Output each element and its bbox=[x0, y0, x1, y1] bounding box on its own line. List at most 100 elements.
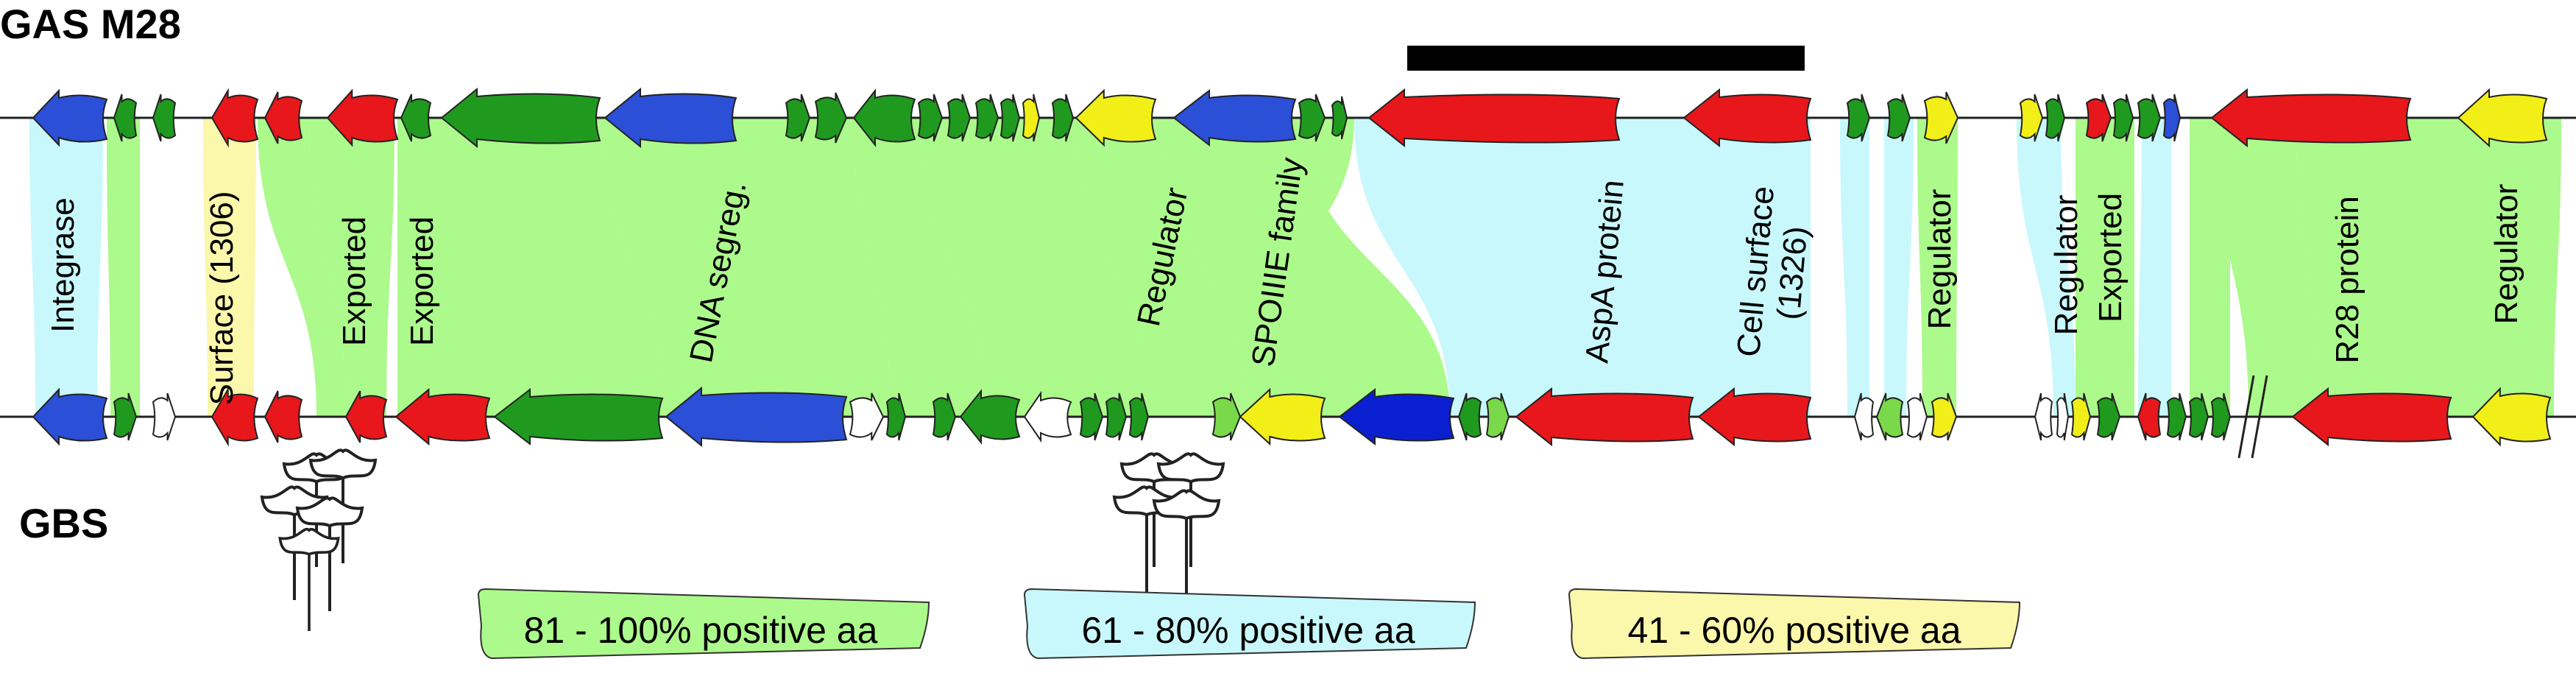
gene-arrow bbox=[493, 387, 664, 446]
gene-arrow bbox=[1931, 392, 1958, 441]
gene-arrow bbox=[1331, 96, 1348, 140]
label-exported-3: Exported bbox=[2092, 193, 2129, 323]
gene-arrow bbox=[2457, 88, 2548, 148]
gene-arrow bbox=[1853, 392, 1875, 441]
gene-arrow bbox=[2085, 94, 2112, 142]
gene-arrow bbox=[1022, 94, 1041, 142]
scale-bar bbox=[1407, 46, 1805, 71]
homology-band bbox=[309, 118, 394, 417]
homology-band bbox=[2296, 118, 2473, 417]
homology-band bbox=[1163, 118, 1450, 417]
gene-arrow bbox=[2210, 392, 2232, 441]
homology-band bbox=[397, 118, 487, 417]
homology-band bbox=[604, 118, 848, 417]
gene-arrow bbox=[932, 392, 957, 441]
gene-arrow bbox=[1886, 94, 1911, 142]
break-marks bbox=[2237, 375, 2268, 459]
gene-arrow bbox=[917, 94, 944, 142]
homology-band bbox=[1917, 118, 1958, 417]
legend-label-green: 81 - 100% positive aa bbox=[524, 610, 878, 651]
homology-band bbox=[1354, 118, 1722, 417]
gene-arrow bbox=[32, 88, 108, 147]
gene-arrow bbox=[1923, 91, 1959, 144]
stem-loop bbox=[295, 496, 364, 611]
homology-bands bbox=[29, 118, 2561, 417]
homology-band bbox=[107, 118, 140, 417]
gene-arrow bbox=[1105, 392, 1128, 441]
gene-arrow bbox=[400, 94, 432, 142]
stem-loop bbox=[278, 527, 340, 631]
gene-arrow bbox=[113, 392, 138, 441]
homology-band bbox=[2138, 118, 2171, 417]
gene-arrow bbox=[1239, 387, 1326, 446]
gene-arrow bbox=[2137, 94, 2162, 142]
gene-arrow bbox=[32, 387, 108, 446]
gene-arrow bbox=[2070, 392, 2092, 441]
gene-arrow bbox=[604, 87, 737, 149]
gene-arrow bbox=[1172, 88, 1297, 147]
label-cell-surface-id: (1326) bbox=[1771, 225, 1815, 321]
terminator-stem-loops bbox=[260, 448, 1225, 631]
gene-arrow bbox=[1457, 392, 1482, 441]
gene-arrow bbox=[2096, 392, 2121, 441]
gene-arrow bbox=[974, 94, 999, 142]
gene-arrow bbox=[814, 92, 848, 144]
label-integrase: Integrase bbox=[45, 197, 81, 332]
gene-arrow bbox=[1051, 94, 1075, 142]
gene-arrow bbox=[2188, 392, 2209, 441]
gene-arrow bbox=[1515, 387, 1694, 447]
gene-arrow bbox=[344, 390, 388, 443]
gene-arrow bbox=[440, 87, 601, 149]
gene-arrow bbox=[210, 88, 259, 148]
legend-label-yellow: 41 - 60% positive aa bbox=[1627, 610, 1961, 651]
gene-arrow bbox=[1211, 392, 1242, 441]
gene-arrow bbox=[1485, 392, 1510, 441]
homology-band bbox=[258, 118, 346, 417]
gene-arrow bbox=[113, 94, 138, 142]
gene-arrow bbox=[2056, 392, 2070, 441]
gene-arrow bbox=[1906, 392, 1928, 441]
title-gas-m28: GAS M28 bbox=[0, 1, 181, 47]
legend-swatch-green bbox=[477, 588, 930, 660]
gene-arrow bbox=[210, 387, 259, 447]
homology-band bbox=[2190, 118, 2208, 417]
gene-arrow bbox=[852, 88, 916, 147]
gene-arrow bbox=[1023, 390, 1072, 443]
gene-arrow bbox=[152, 392, 177, 441]
homology-band bbox=[1023, 118, 1148, 417]
label-exported-2: Exported bbox=[404, 216, 440, 346]
gene-arrow bbox=[946, 94, 972, 142]
gene-arrow bbox=[1298, 94, 1326, 142]
legend-swatch-yellow bbox=[1568, 588, 2021, 660]
gene-arrow bbox=[1697, 387, 1812, 447]
legend: 81 - 100% positive aa 61 - 80% positive … bbox=[477, 588, 2021, 660]
gene-arrow bbox=[1846, 94, 1871, 142]
gene-arrow bbox=[1079, 392, 1104, 441]
legend-swatch-cyan bbox=[1023, 588, 1476, 660]
label-exported-1: Exported bbox=[336, 216, 372, 346]
homology-band bbox=[2076, 118, 2134, 417]
homology-band bbox=[2215, 118, 2318, 417]
label-r28-protein: R28 protein bbox=[2329, 196, 2366, 363]
label-surface-1306: Surface (1306) bbox=[204, 191, 240, 405]
label-regulator-2: Regulator bbox=[1922, 189, 1958, 330]
homology-band bbox=[1685, 118, 1811, 417]
gene-arrow bbox=[885, 392, 907, 441]
gene-arrow bbox=[1682, 88, 1812, 148]
homology-band bbox=[1840, 118, 1869, 417]
gene-arrow bbox=[2166, 392, 2187, 441]
gene-arrow bbox=[152, 94, 177, 142]
homology-band bbox=[203, 118, 256, 417]
gene-arrows bbox=[32, 87, 2552, 448]
homology-band bbox=[788, 118, 891, 417]
gene-arrow bbox=[959, 389, 1021, 445]
gene-arrow bbox=[2210, 88, 2412, 148]
gene-arrow bbox=[2291, 387, 2452, 447]
homology-band bbox=[29, 118, 103, 417]
gene-arrow bbox=[665, 386, 848, 448]
homology-band bbox=[1192, 118, 1354, 417]
gene-arrow bbox=[849, 392, 885, 441]
gene-arrow bbox=[1367, 88, 1621, 148]
gene-arrow bbox=[394, 387, 491, 446]
